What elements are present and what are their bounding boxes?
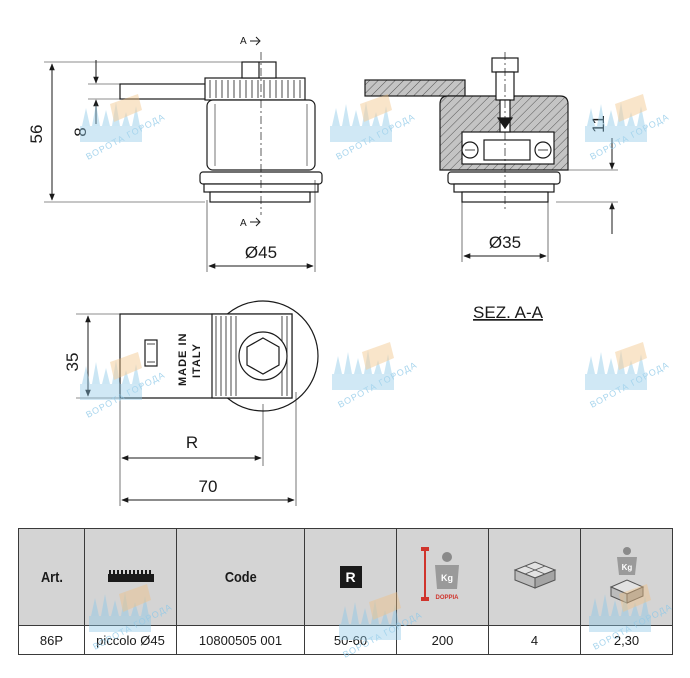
- dimension-radius: [119, 398, 262, 506]
- dim-35-label: 35: [63, 353, 82, 372]
- dimension-diameter-outer: [206, 180, 316, 272]
- kg-weight-box-icon: Kg: [609, 547, 644, 604]
- cell-code: 10800505 001: [176, 625, 305, 655]
- box-pack-icon: [513, 561, 556, 589]
- plate-marking-line2: ITALY: [191, 343, 203, 378]
- kg-weight-double-icon: Kg DOPPIA: [420, 547, 459, 601]
- dimension-section-height: [556, 138, 618, 234]
- dim-56-label: 56: [27, 125, 46, 144]
- dimension-diameter-inner: [461, 202, 549, 262]
- header-pack: [488, 528, 581, 626]
- section-mark-top-label: A: [240, 36, 247, 47]
- table-row: 86P piccolo Ø45 10800505 001 50-60 200 4…: [18, 625, 673, 655]
- header-art: Art.: [18, 528, 85, 626]
- section-marker-bottom: A: [240, 217, 261, 229]
- plate-marking-line1: MADE IN: [177, 333, 189, 386]
- table-header-row: Art. Code R: [18, 528, 673, 626]
- watermark-logo: ВОРОТА ГОРОДА: [585, 94, 671, 162]
- cell-weight: 2,30: [580, 625, 673, 655]
- cell-r: 50-60: [304, 625, 397, 655]
- dimension-height-total: [44, 61, 242, 203]
- watermark-logo: ВОРОТА ГОРОДА: [80, 94, 167, 162]
- cell-pack: 4: [488, 625, 581, 655]
- r-badge: R: [339, 566, 362, 588]
- dim-r-label: R: [186, 433, 198, 452]
- section-view: [364, 52, 569, 212]
- svg-text:Kg: Kg: [441, 573, 453, 583]
- svg-text:Kg: Kg: [621, 563, 632, 572]
- header-weight: Kg: [580, 528, 673, 626]
- dim-d35-label: Ø35: [489, 233, 521, 252]
- section-title: SEZ. A-A: [473, 303, 544, 322]
- rack-icon: [107, 569, 154, 582]
- cell-art: 86P: [18, 625, 85, 655]
- section-marker-top: A: [240, 36, 261, 47]
- header-r: R: [304, 528, 397, 626]
- dim-d45-label: Ø45: [245, 243, 277, 262]
- spec-table: Art. Code R: [18, 528, 673, 655]
- top-view: [119, 300, 319, 466]
- header-rack: [84, 528, 177, 626]
- watermark-logo: ВОРОТА ГОРОДА: [585, 342, 671, 410]
- technical-drawing: A A 56 8 Ø45: [27, 36, 671, 506]
- watermark-logo: ВОРОТА ГОРОДА: [332, 342, 419, 410]
- header-load: Kg DOPPIA: [396, 528, 489, 626]
- dimension-length-total: [121, 392, 297, 506]
- svg-text:DOPPIA: DOPPIA: [435, 595, 459, 601]
- cell-load: 200: [396, 625, 489, 655]
- front-view: [119, 52, 323, 215]
- section-mark-bottom-label: A: [240, 218, 247, 229]
- dim-70-label: 70: [199, 477, 218, 496]
- header-code: Code: [176, 528, 305, 626]
- cell-type: piccolo Ø45: [84, 625, 177, 655]
- watermark-logo: ВОРОТА ГОРОДА: [330, 94, 417, 162]
